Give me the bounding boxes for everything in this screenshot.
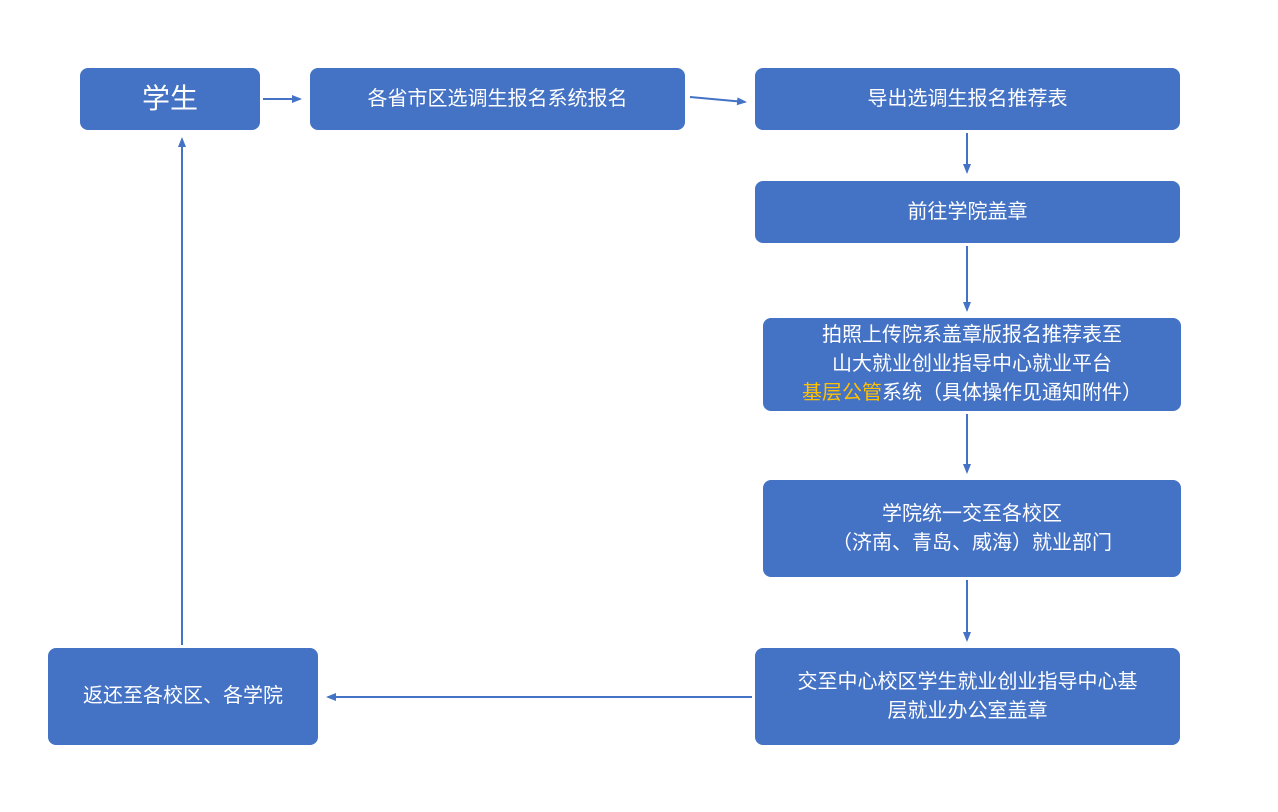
node-upload-highlight: 基层公管 bbox=[802, 382, 882, 404]
node-college-seal-label: 前往学院盖章 bbox=[907, 200, 1028, 223]
node-return: 返还至各校区、各学院 bbox=[48, 648, 318, 745]
node-export-form: 导出选调生报名推荐表 bbox=[755, 68, 1180, 130]
node-center-office-line1: 交至中心校区学生就业创业指导中心基 bbox=[797, 670, 1138, 693]
node-export-form-label: 导出选调生报名推荐表 bbox=[867, 87, 1068, 110]
node-center-office: 交至中心校区学生就业创业指导中心基 层就业办公室盖章 bbox=[755, 648, 1180, 745]
node-submit-campus: 学院统一交至各校区 （济南、青岛、威海）就业部门 bbox=[763, 480, 1181, 577]
node-submit-campus-line2: （济南、青岛、威海）就业部门 bbox=[832, 531, 1112, 554]
node-student-label: 学生 bbox=[141, 82, 198, 114]
node-college-seal: 前往学院盖章 bbox=[755, 181, 1180, 243]
node-student: 学生 bbox=[80, 68, 260, 130]
node-center-office-line2: 层就业办公室盖章 bbox=[887, 699, 1048, 722]
node-return-label: 返还至各校区、各学院 bbox=[83, 685, 283, 707]
node-upload-platform: 拍照上传院系盖章版报名推荐表至 山大就业创业指导中心就业平台 基层公管系统（具体… bbox=[763, 318, 1181, 411]
node-apply-system-label: 各省市区选调生报名系统报名 bbox=[367, 87, 628, 110]
node-upload-line1: 拍照上传院系盖章版报名推荐表至 bbox=[822, 324, 1122, 346]
node-upload-line3: 基层公管系统（具体操作见通知附件） bbox=[802, 382, 1142, 404]
node-upload-line2: 山大就业创业指导中心就业平台 bbox=[832, 353, 1112, 375]
node-apply-system: 各省市区选调生报名系统报名 bbox=[310, 68, 685, 130]
node-submit-campus-line1: 学院统一交至各校区 bbox=[882, 502, 1062, 525]
arrow-apply-to-export bbox=[689, 96, 747, 106]
